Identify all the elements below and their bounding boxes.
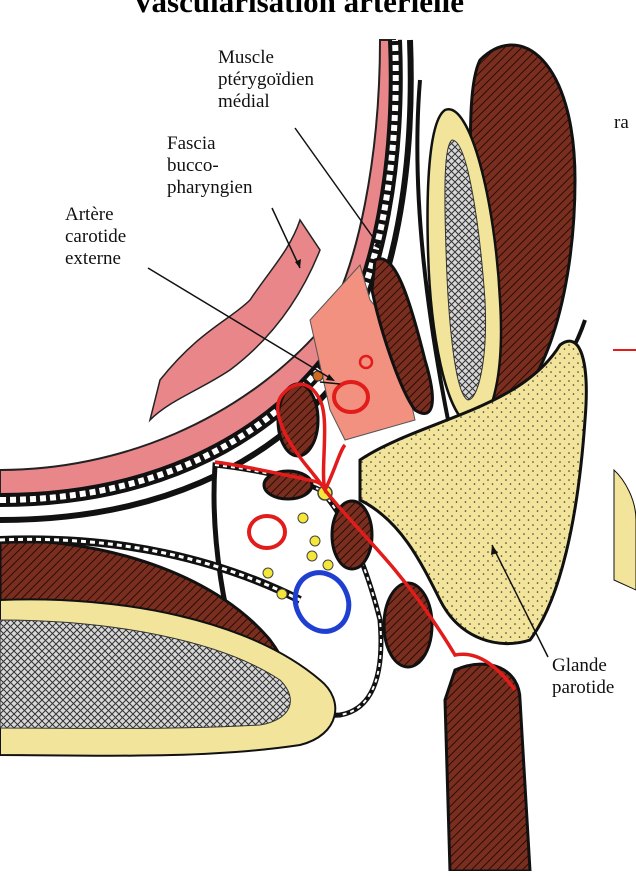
medial-pterygoid-muscle xyxy=(370,257,434,415)
styloid-muscle-3 xyxy=(330,499,374,571)
cranial-nerves xyxy=(262,485,334,600)
edge-yellow-fragment xyxy=(613,468,636,591)
sternocleidomastoid-muscle xyxy=(443,662,532,873)
leader-lines xyxy=(147,127,549,658)
styloid-muscle-4 xyxy=(382,581,434,669)
label-edge-fragment: ra xyxy=(614,112,629,133)
label-artery: Artère carotide externe xyxy=(65,204,127,269)
label-muscle: Muscle ptérygoïdien médial xyxy=(218,47,315,112)
internal-carotid-artery xyxy=(247,514,287,550)
pink-mucosa xyxy=(0,39,397,502)
page-title: Vascularisation artérielle xyxy=(132,0,465,19)
label-gland: Glande parotide xyxy=(552,655,615,698)
external-carotid-artery xyxy=(332,380,370,414)
small-artery xyxy=(358,354,374,370)
label-fascia: Fascia bucco- pharyngien xyxy=(167,133,253,198)
arrow-heads xyxy=(295,240,498,555)
parotid-gland xyxy=(358,339,588,646)
stylopharyngeal-aponeurosis xyxy=(214,382,517,692)
internal-jugular-vein xyxy=(292,570,352,634)
